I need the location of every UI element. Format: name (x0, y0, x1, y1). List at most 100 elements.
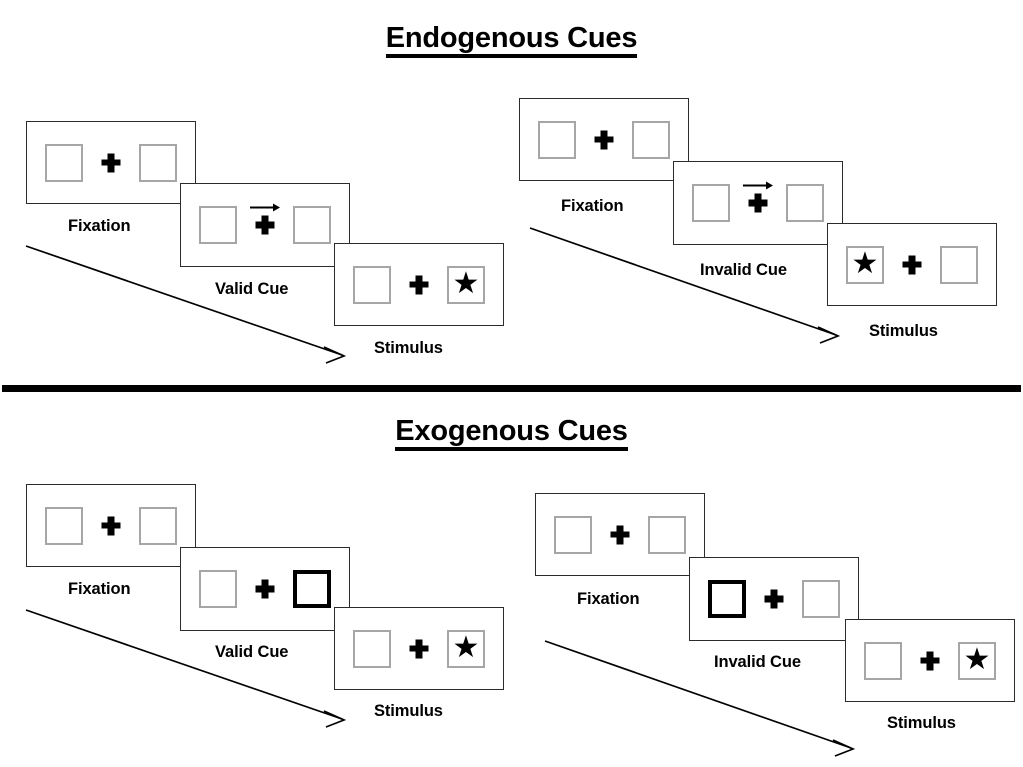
trial-frame-exogenous-valid-fixation[interactable] (26, 484, 196, 567)
trial-frame-exogenous-valid-cue[interactable] (180, 547, 350, 631)
star-icon: ★ (851, 247, 879, 280)
frame-content (27, 485, 195, 566)
stimulus-box-right (786, 184, 824, 222)
center-slot (592, 494, 648, 575)
caption-endogenous-valid-cue: Valid Cue (215, 280, 289, 298)
flow-arrow-endogenous-valid (25, 245, 347, 364)
frame-content (181, 184, 349, 266)
stimulus-box-left (199, 206, 237, 244)
stimulus-box-right (802, 580, 840, 618)
stimulus-box-right: ★ (447, 629, 485, 668)
caption-endogenous-valid-stimulus: Stimulus (374, 339, 443, 357)
arrow-right-icon (250, 203, 280, 213)
arrow-head (766, 181, 773, 190)
section-title-endogenous-text: Endogenous Cues (385, 23, 637, 59)
stimulus-box-right (648, 515, 686, 554)
stimulus-box-left-cued (708, 580, 746, 618)
trial-frame-exogenous-invalid-stimulus[interactable]: ★ (845, 619, 1015, 702)
stimulus-box-left (353, 265, 391, 304)
frame-content (536, 494, 704, 575)
arrow-right-icon (743, 181, 773, 191)
caption-exogenous-invalid-cue: Invalid Cue (714, 653, 801, 671)
stimulus-box-left (45, 143, 83, 182)
stimulus-box-left (554, 515, 592, 554)
center-slot (730, 162, 786, 244)
section-title-exogenous: Exogenous Cues (0, 415, 1023, 452)
stimulus-box-left (199, 570, 237, 608)
arrow-shaft (250, 206, 275, 209)
fixation-cross-icon (409, 275, 429, 294)
fixation-cross-icon (902, 255, 922, 274)
stimulus-box-right: ★ (447, 265, 485, 304)
arrow-shaft (743, 184, 768, 187)
caption-endogenous-invalid-cue: Invalid Cue (700, 261, 787, 279)
fixation-cross-icon (610, 525, 630, 544)
arrow-head (273, 203, 280, 212)
flow-arrow-exogenous-valid (25, 609, 347, 728)
center-slot (746, 558, 802, 640)
center-slot (902, 620, 958, 701)
trial-frame-exogenous-valid-stimulus[interactable]: ★ (334, 607, 504, 690)
caption-exogenous-invalid-fixation: Fixation (577, 590, 640, 608)
fixation-cross-icon (920, 651, 940, 670)
frame-content (674, 162, 842, 244)
center-slot (391, 608, 447, 689)
trial-frame-endogenous-invalid-stimulus[interactable]: ★ (827, 223, 997, 306)
fixation-cross-icon (748, 193, 768, 213)
section-title-exogenous-text: Exogenous Cues (395, 416, 628, 452)
stimulus-box-left (353, 629, 391, 668)
fixation-cross-icon (255, 215, 275, 235)
stimulus-box-right (293, 206, 331, 244)
center-slot (237, 184, 293, 266)
frame-content: ★ (846, 620, 1014, 701)
trial-frame-endogenous-invalid-cue[interactable] (673, 161, 843, 245)
frame-content: ★ (828, 224, 996, 305)
stimulus-box-right-cued (293, 570, 331, 608)
trial-frame-exogenous-invalid-fixation[interactable] (535, 493, 705, 576)
center-slot (83, 122, 139, 203)
fixation-cross-icon (255, 579, 275, 599)
caption-exogenous-valid-stimulus: Stimulus (374, 702, 443, 720)
stimulus-box-left (538, 120, 576, 159)
section-divider (2, 385, 1021, 392)
trial-frame-endogenous-valid-cue[interactable] (180, 183, 350, 267)
trial-frame-endogenous-invalid-fixation[interactable] (519, 98, 689, 181)
frame-content (520, 99, 688, 180)
trial-frame-exogenous-invalid-cue[interactable] (689, 557, 859, 641)
frame-content: ★ (335, 608, 503, 689)
stimulus-box-left (45, 506, 83, 545)
center-slot (576, 99, 632, 180)
caption-endogenous-valid-fixation: Fixation (68, 217, 131, 235)
center-slot (237, 548, 293, 630)
stimulus-box-left (864, 641, 902, 680)
stimulus-box-right: ★ (958, 641, 996, 680)
frame-content: ★ (335, 244, 503, 325)
fixation-cross-icon (594, 130, 614, 149)
stimulus-box-right (632, 120, 670, 159)
center-slot (83, 485, 139, 566)
trial-frame-endogenous-valid-fixation[interactable] (26, 121, 196, 204)
star-icon: ★ (452, 631, 480, 664)
caption-endogenous-invalid-fixation: Fixation (561, 197, 624, 215)
center-slot (884, 224, 940, 305)
caption-exogenous-invalid-stimulus: Stimulus (887, 714, 956, 732)
frame-content (27, 122, 195, 203)
star-icon: ★ (452, 267, 480, 300)
caption-exogenous-valid-fixation: Fixation (68, 580, 131, 598)
fixation-cross-icon (409, 639, 429, 658)
stimulus-box-right (139, 506, 177, 545)
fixation-cross-icon (101, 516, 121, 535)
section-title-endogenous: Endogenous Cues (0, 22, 1023, 59)
flow-arrow-exogenous-invalid (544, 640, 856, 757)
trial-frame-endogenous-valid-stimulus[interactable]: ★ (334, 243, 504, 326)
frame-content (690, 558, 858, 640)
stimulus-box-left: ★ (846, 245, 884, 284)
caption-endogenous-invalid-stimulus: Stimulus (869, 322, 938, 340)
fixation-cross-icon (764, 589, 784, 609)
star-icon: ★ (963, 643, 991, 676)
stimulus-box-right (139, 143, 177, 182)
caption-exogenous-valid-cue: Valid Cue (215, 643, 289, 661)
stimulus-box-left (692, 184, 730, 222)
frame-content (181, 548, 349, 630)
flow-arrow-endogenous-invalid (529, 227, 841, 344)
